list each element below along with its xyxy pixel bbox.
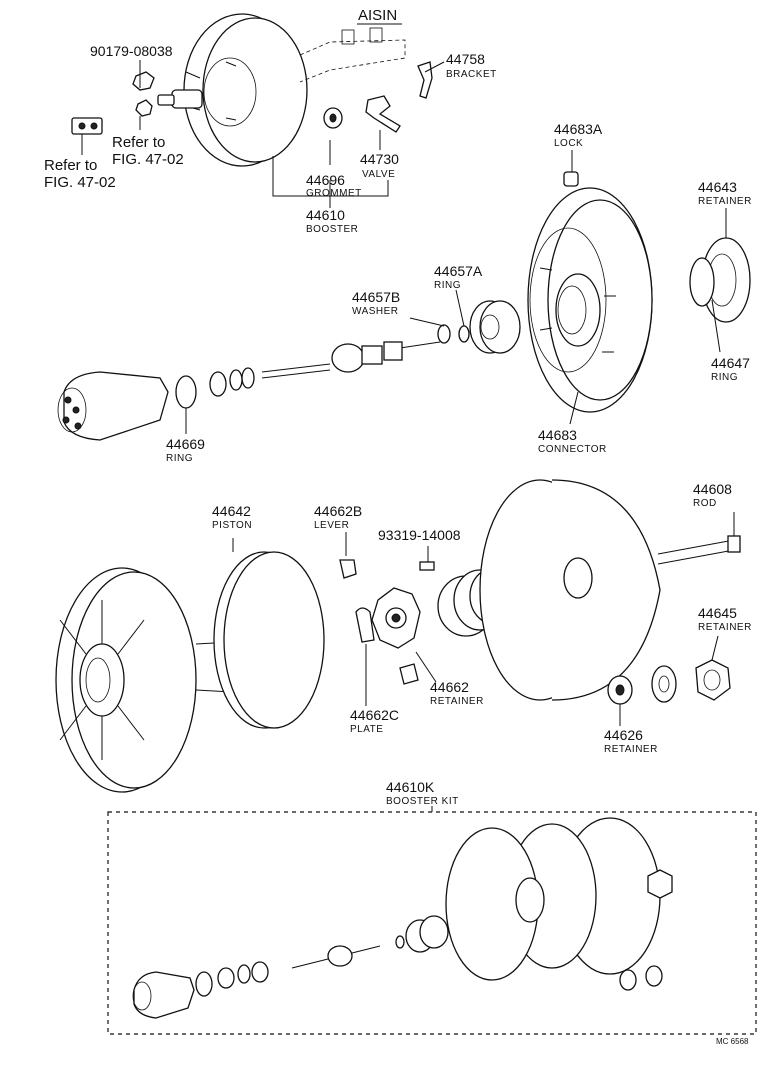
part-44610K-name: BOOSTER KIT <box>386 796 459 807</box>
part-44657B-number: 44657B <box>352 289 400 305</box>
part-44683A-number: 44683A <box>554 121 603 137</box>
part-44610-name: BOOSTER <box>306 224 358 235</box>
part-44645-name: RETAINER <box>698 622 752 633</box>
part-44657B-name: WASHER <box>352 306 399 317</box>
part-44683A-name: LOCK <box>554 138 583 149</box>
part-44626-number: 44626 <box>604 727 643 743</box>
front-shell-drawing <box>57 150 751 441</box>
part-44662C-number: 44662C <box>350 707 399 723</box>
part-44758-name: BRACKET <box>446 69 497 80</box>
part-44645-number: 44645 <box>698 605 737 621</box>
part-44730-number: 44730 <box>360 151 399 167</box>
booster-kit-drawing <box>107 806 757 1035</box>
part-44662C-name: PLATE <box>350 724 383 735</box>
part-44608-name: ROD <box>693 498 717 509</box>
part-44610K-number: 44610K <box>386 779 435 795</box>
part-44730-name: VALVE <box>362 169 395 180</box>
part-44657A-number: 44657A <box>434 263 483 279</box>
part-44610-number: 44610 <box>306 207 345 223</box>
part-44657A-name: RING <box>434 280 461 291</box>
part-44626-name: RETAINER <box>604 744 658 755</box>
reference-line1-a: Refer to <box>112 134 165 151</box>
part-90179-08038-number: 90179-08038 <box>90 43 173 59</box>
rear-shell-drawing <box>55 479 741 793</box>
part-44647-name: RING <box>711 372 738 383</box>
part-44696-name: GROMMET <box>306 188 362 199</box>
reference-line2-b: FIG. 47-02 <box>44 174 116 191</box>
part-44683-name: CONNECTOR <box>538 444 607 455</box>
part-44643-number: 44643 <box>698 179 737 195</box>
part-44642-number: 44642 <box>212 503 251 519</box>
booster-assembly-drawing <box>71 13 445 208</box>
part-44647-number: 44647 <box>711 355 750 371</box>
part-44683-number: 44683 <box>538 427 577 443</box>
part-44608-number: 44608 <box>693 481 732 497</box>
part-44669-number: 44669 <box>166 436 205 452</box>
brand-label: AISIN <box>358 7 397 24</box>
reference-line1-b: Refer to <box>44 157 97 174</box>
part-44662B-number: 44662B <box>314 503 362 519</box>
part-44662B-name: LEVER <box>314 520 349 531</box>
part-44643-name: RETAINER <box>698 196 752 207</box>
part-44758-number: 44758 <box>446 51 485 67</box>
diagram-code: MC 6568 <box>716 1037 749 1046</box>
part-44662-number: 44662 <box>430 679 469 695</box>
reference-line2-a: FIG. 47-02 <box>112 151 184 168</box>
part-44642-name: PISTON <box>212 520 252 531</box>
part-44669-name: RING <box>166 453 193 464</box>
part-93319-14008-number: 93319-14008 <box>378 527 461 543</box>
part-44662-name: RETAINER <box>430 696 484 707</box>
part-44696-number: 44696 <box>306 172 345 188</box>
